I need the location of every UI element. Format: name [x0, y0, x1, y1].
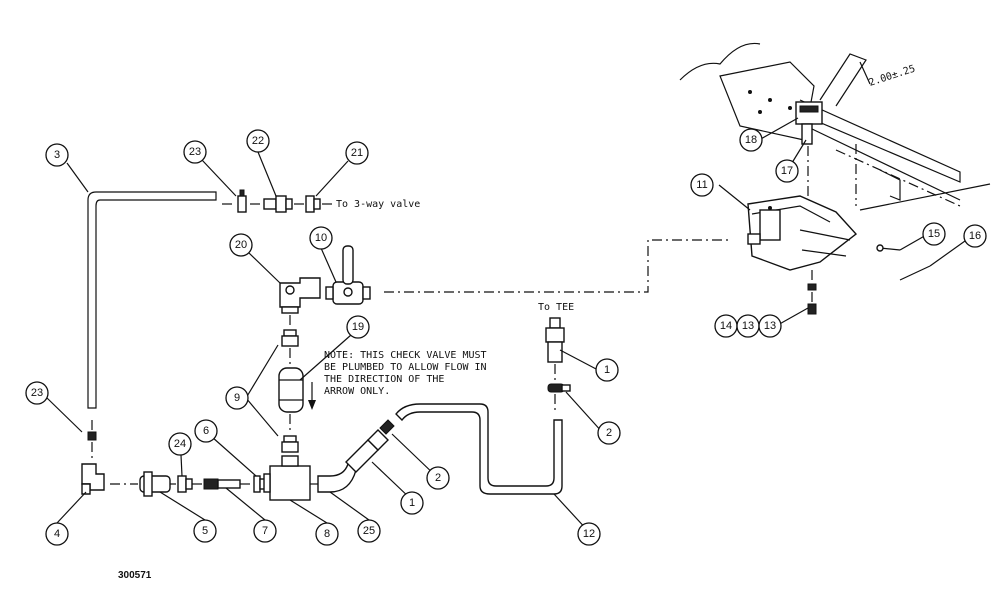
- part-7-filter: [203, 478, 241, 490]
- svg-text:12: 12: [583, 528, 595, 540]
- callout-18: 18: [739, 128, 763, 152]
- callout-13-b: 13: [758, 314, 782, 338]
- callout-2-upper: 2: [597, 421, 621, 445]
- callout-15: 15: [922, 222, 946, 246]
- part-17-bracket: [801, 123, 813, 145]
- svg-text:11: 11: [696, 179, 707, 191]
- svg-text:8: 8: [324, 528, 330, 540]
- callout-21: 21: [345, 141, 369, 165]
- svg-text:24: 24: [174, 438, 186, 450]
- part-25-elbow: [317, 462, 357, 493]
- part-18-clip: [795, 101, 823, 125]
- callout-11: 11: [690, 173, 714, 197]
- svg-text:14: 14: [720, 320, 732, 332]
- svg-text:4: 4: [54, 528, 60, 540]
- flow-arrow: [308, 382, 316, 410]
- part-23-fitting-bottom: [87, 431, 97, 441]
- part-20-elbow: [279, 277, 321, 314]
- part-21-fitting: [305, 195, 321, 213]
- part-9-nipple-upper: [281, 329, 299, 347]
- reference-number: 300571: [118, 570, 152, 581]
- svg-text:17: 17: [781, 165, 793, 177]
- callout-19: 19: [346, 315, 370, 339]
- callout-14: 14: [714, 314, 738, 338]
- part-1-barb-lower: [345, 429, 389, 473]
- svg-text:21: 21: [351, 147, 363, 159]
- part-10-valve: [325, 245, 371, 305]
- part-12-hose: [395, 403, 563, 495]
- mounting-frame: [679, 42, 991, 211]
- part-15-pin: [876, 244, 901, 252]
- callout-6: 6: [194, 419, 218, 443]
- callout-2-lower: 2: [426, 466, 450, 490]
- svg-text:13: 13: [764, 320, 776, 332]
- callout-23-bottom: 23: [25, 381, 49, 405]
- svg-text:19: 19: [352, 321, 364, 333]
- part-5-coupling: [139, 471, 171, 497]
- callout-17: 17: [775, 159, 799, 183]
- dimension-label: 2.00±.25: [868, 64, 917, 89]
- callout-23-top: 23: [183, 140, 207, 164]
- callout-1-lower: 1: [400, 491, 424, 515]
- note-line-1: NOTE: THIS CHECK VALVE MUST: [324, 350, 487, 361]
- to-3way-valve-label: To 3-way valve: [336, 199, 420, 210]
- part-14-bolt: [807, 303, 817, 315]
- svg-text:1: 1: [604, 364, 610, 376]
- callout-4: 4: [45, 522, 69, 546]
- svg-text:23: 23: [31, 387, 43, 399]
- svg-text:9: 9: [234, 392, 240, 404]
- svg-text:25: 25: [363, 525, 375, 537]
- note-line-3: THE DIRECTION OF THE: [324, 374, 444, 385]
- part-24-washer: [177, 475, 193, 493]
- svg-text:10: 10: [315, 232, 327, 244]
- svg-text:18: 18: [745, 134, 757, 146]
- part-11-tray: [747, 195, 858, 271]
- part-1-barb-upper: [545, 317, 565, 363]
- leader-lines: [46, 117, 973, 533]
- callout-5: 5: [193, 519, 217, 543]
- svg-text:5: 5: [202, 525, 208, 537]
- callout-3: 3: [45, 143, 69, 167]
- to-tee-label: To TEE: [538, 302, 574, 313]
- callout-12: 12: [577, 522, 601, 546]
- part-16-cotter: [899, 265, 931, 281]
- callout-20: 20: [229, 233, 253, 257]
- callout-16: 16: [963, 224, 987, 248]
- svg-text:6: 6: [203, 425, 209, 437]
- part-9-nipple-lower: [281, 435, 299, 453]
- part-8-tee: [263, 455, 311, 501]
- svg-text:2: 2: [435, 472, 441, 484]
- note-line-4: ARROW ONLY.: [324, 386, 390, 397]
- svg-text:1: 1: [409, 497, 415, 509]
- svg-text:2: 2: [606, 427, 612, 439]
- part-4-elbow: [81, 463, 105, 495]
- svg-text:15: 15: [928, 228, 940, 240]
- svg-text:13: 13: [742, 320, 754, 332]
- svg-text:3: 3: [54, 149, 60, 161]
- part-19-check-valve: [278, 367, 304, 413]
- callout-1-upper: 1: [595, 358, 619, 382]
- part-22-hose-barb: [263, 195, 293, 213]
- part-2-clamp-lower: [379, 419, 395, 435]
- callout-9: 9: [225, 386, 249, 410]
- callout-8: 8: [315, 522, 339, 546]
- part-13-washer: [807, 283, 817, 291]
- part-2-clamp-upper: [547, 383, 571, 393]
- svg-text:22: 22: [252, 135, 264, 147]
- part-3-tube: [87, 191, 217, 409]
- part-23-fitting-top: [237, 189, 247, 213]
- callout-25: 25: [357, 519, 381, 543]
- callout-10: 10: [309, 226, 333, 250]
- callout-22: 22: [246, 129, 270, 153]
- callout-7: 7: [253, 519, 277, 543]
- callout-24: 24: [168, 432, 192, 456]
- callout-13-a: 13: [736, 314, 760, 338]
- svg-text:23: 23: [189, 146, 201, 158]
- svg-text:16: 16: [969, 230, 981, 242]
- svg-text:20: 20: [235, 239, 247, 251]
- note-line-2: BE PLUMBED TO ALLOW FLOW IN: [324, 362, 487, 373]
- svg-text:7: 7: [262, 525, 268, 537]
